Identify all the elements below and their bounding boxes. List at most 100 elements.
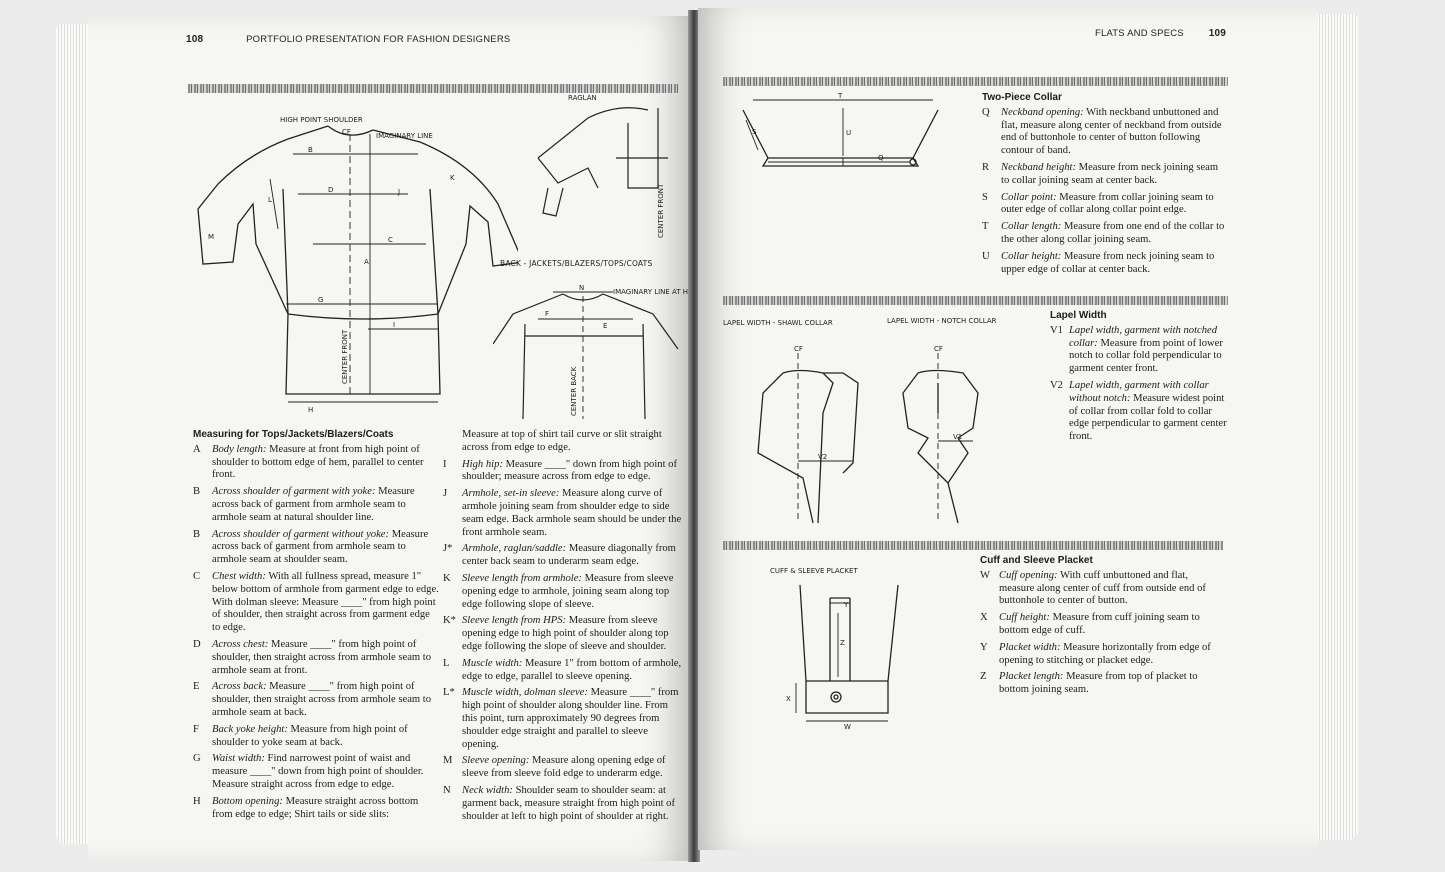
measurement-item: K*Sleeve length from HPS: Measure from s… — [443, 615, 683, 653]
measurement-description: Placket length: Measure from top of plac… — [999, 671, 1225, 697]
measurement-term: Sleeve opening: — [462, 755, 530, 767]
running-head-left: 108 PORTFOLIO PRESENTATION FOR FASHION D… — [186, 34, 510, 45]
measurement-text: Measure ____" from high point of shoulde… — [212, 681, 432, 718]
measurement-text: Measure from neck joining seam to upper … — [1001, 250, 1215, 275]
measurement-term: Lapel width, garment with collar without… — [1069, 379, 1209, 404]
measurement-text: Measure from neck joining seam to collar… — [1001, 161, 1219, 186]
measurement-term: Muscle width: — [462, 657, 523, 669]
measurement-term: Neckband opening: — [1001, 106, 1084, 118]
jacket-back-diagram: N IMAGINARY LINE AT HPS E F CENTER BACK — [493, 284, 690, 426]
measurement-item: S Collar point: Measure from collar joini… — [982, 192, 1227, 218]
measurement-text: Measure from sleeve opening edge to high… — [462, 615, 669, 652]
measurement-term: Muscle width, dolman sleeve: — [462, 687, 588, 699]
measurement-text: Measure from top of placket to bottom jo… — [999, 671, 1198, 696]
measurement-text: Measure horizontally from edge of openin… — [999, 641, 1211, 666]
measurement-item: N Neck width: Shoulder seam to shoulder s… — [443, 785, 683, 823]
label-t: T — [837, 92, 843, 100]
measurement-text: Measure from point of lower notch to col… — [1069, 337, 1223, 375]
left-page: 108 PORTFOLIO PRESENTATION FOR FASHION D… — [88, 16, 690, 861]
measurement-code: S — [982, 191, 988, 203]
measurement-term: Bottom opening: — [212, 795, 283, 807]
measurement-code: J — [443, 488, 448, 500]
label-f: F — [545, 310, 549, 318]
measurement-term: Across shoulder of garment without yoke: — [212, 528, 390, 540]
label-s: S — [752, 128, 757, 136]
measurement-code: D — [193, 638, 201, 650]
measurement-text: Measure ____" from high point of shoulde… — [212, 638, 432, 676]
measurement-item: H Bottom opening: Measure straight across… — [193, 796, 439, 822]
label-v2: V2 — [818, 453, 827, 461]
cuff-diagram: CUFF & SLEEVE PLACKET Y Z X W — [758, 563, 918, 733]
label-cf: CF — [342, 128, 351, 136]
measurement-term: Collar point: — [1001, 191, 1057, 203]
measurement-description: Neck width: Shoulder seam to shoulder se… — [462, 785, 683, 823]
label-lapel-notch: LAPEL WIDTH - NOTCH COLLAR — [887, 317, 997, 325]
label-z: Z — [840, 639, 845, 647]
label-b: B — [308, 146, 313, 154]
measurement-term: Neckband height: — [1001, 161, 1077, 173]
right-page: FLATS AND SPECS 109 T S — [698, 8, 1318, 850]
measurement-description: Sleeve length from HPS: Measure from sle… — [462, 615, 683, 653]
measurement-term: Waist width: — [212, 753, 265, 765]
measurement-description: Neckband height: Measure from neck joini… — [1001, 162, 1227, 188]
measurement-code: Q — [982, 106, 990, 118]
measurement-code: A — [193, 443, 201, 455]
measurement-code: N — [443, 784, 451, 796]
measurement-code: G — [193, 753, 201, 765]
back-caption: BACK - JACKETS/BLAZERS/TOPS/COATS — [500, 259, 653, 268]
measurement-code: L — [443, 657, 450, 669]
measurement-text: Measure along opening edge of sleeve fro… — [462, 755, 666, 780]
measurement-description: High hip: Measure ____" down from high p… — [462, 459, 683, 485]
measurement-description: Placket width: Measure horizontally from… — [999, 642, 1225, 668]
label-raglan: RAGLAN — [568, 94, 597, 102]
label-cuff-placket: CUFF & SLEEVE PLACKET — [770, 567, 858, 575]
measurement-item: M Sleeve opening: Measure along opening e… — [443, 755, 683, 781]
measurement-code: L* — [443, 687, 455, 699]
lapel-diagram: LAPEL WIDTH - SHAWL COLLAR LAPEL WIDTH -… — [723, 313, 1043, 528]
measurement-code: J* — [443, 543, 453, 555]
measurements-column-2: Measure at top of shirt tail curve or sl… — [443, 429, 683, 827]
measurement-description: Chest width: With all fullness spread, m… — [212, 571, 439, 635]
measurement-text: Measure at front from high point of shou… — [212, 443, 424, 481]
measurement-term: Collar length: — [1001, 221, 1062, 233]
label-a: A — [364, 258, 369, 266]
measurement-term: Lapel width, garment with notched collar… — [1069, 324, 1218, 349]
label-center-front-raglan: CENTER FRONT — [657, 183, 665, 238]
measurement-text: Measure 1" from bottom of armhole, edge … — [462, 657, 682, 682]
measurement-description: Across shoulder of garment without yoke:… — [212, 529, 439, 567]
measurements-column-1: Measuring for Tops/Jackets/Blazers/Coats… — [193, 429, 439, 825]
measurement-text: Measure from cuff joining seam to bottom… — [999, 612, 1200, 636]
measurement-code: H — [193, 795, 201, 807]
running-head-title-left: PORTFOLIO PRESENTATION FOR FASHION DESIG… — [246, 34, 511, 45]
label-d: D — [328, 186, 333, 194]
measurement-term: Armhole, set-in sleeve: — [462, 488, 560, 500]
label-l: L — [268, 196, 272, 204]
measurement-text: Measure straight across bottom from edge… — [212, 795, 419, 820]
section-title-cuff: Cuff and Sleeve Placket — [980, 555, 1093, 566]
label-u: U — [846, 129, 851, 137]
label-j: J — [397, 188, 400, 196]
measurement-term: Cuff opening: — [999, 569, 1058, 581]
measurement-description: Collar point: Measure from collar joinin… — [1001, 192, 1227, 218]
measurement-description: Cuff height: Measure from cuff joining s… — [999, 612, 1225, 638]
measurement-description: Back yoke height: Measure from high poin… — [212, 724, 439, 750]
measurement-text: Measure across back of garment from armh… — [212, 528, 429, 566]
running-head-title-right: FLATS AND SPECS — [1094, 28, 1184, 39]
measurement-code: M — [443, 755, 453, 767]
collar-diagram: T S U Q — [738, 90, 948, 180]
